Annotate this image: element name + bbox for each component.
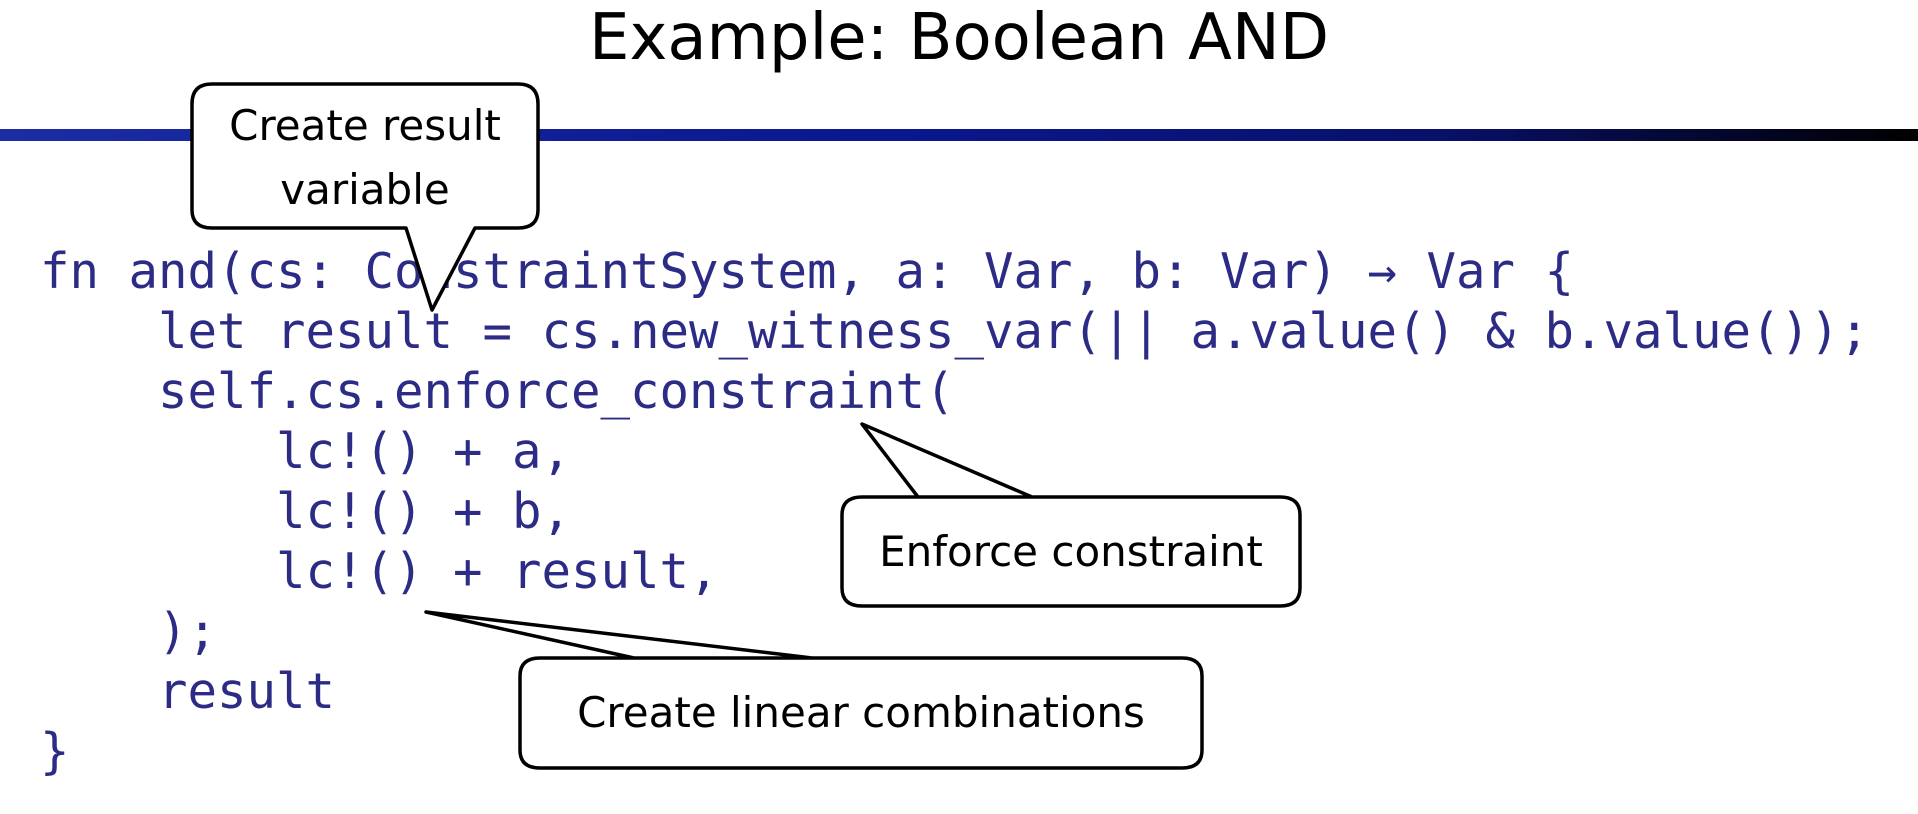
code-line: lc!() + result,	[40, 543, 719, 600]
callout-result-label: Create result variable	[192, 94, 538, 222]
code-line: let result = cs.new_witness_var(|| a.val…	[40, 303, 1870, 360]
callout-linear-shape	[424, 610, 1204, 770]
slide-title: Example: Boolean AND	[589, 1, 1329, 75]
callout-linear-label: Create linear combinations	[577, 688, 1145, 737]
code-line: lc!() + a,	[40, 423, 572, 480]
code-line: result	[40, 663, 336, 720]
callout-result-line1: Create result	[229, 101, 501, 150]
callout-result-shape	[190, 82, 540, 312]
callout-enforce-shape	[840, 422, 1302, 608]
code-line: self.cs.enforce_constraint(	[40, 363, 955, 420]
callout-result-line2: variable	[280, 165, 450, 214]
callout-enforce-label: Enforce constraint	[879, 527, 1263, 576]
code-line: lc!() + b,	[40, 483, 572, 540]
code-line: }	[40, 723, 70, 780]
code-line: );	[40, 603, 218, 660]
